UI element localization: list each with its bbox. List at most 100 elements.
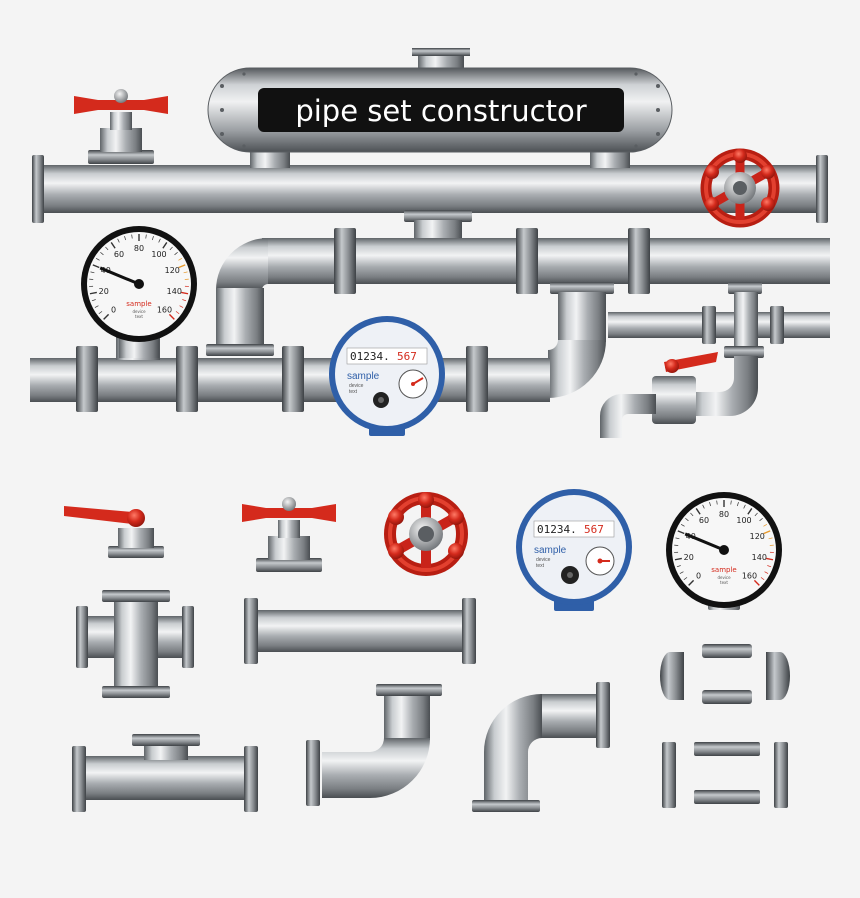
part-pressure-gauge: 020406080100120140160 sample device text — [666, 492, 782, 610]
gauge-minor-tick — [158, 238, 161, 243]
gauge-minor-tick — [175, 311, 180, 315]
gauge-tick-label: 80 — [134, 244, 144, 253]
gauge-minor-tick — [91, 299, 96, 302]
gauge-caption-1: device — [132, 309, 146, 314]
gauge-minor-tick — [679, 571, 684, 574]
part-gauge-needle — [684, 532, 725, 552]
gauge-major-tick — [110, 242, 116, 249]
water-meter-assembly: 01234. 567 sample device text — [329, 316, 445, 436]
gauge-major-tick — [181, 291, 189, 295]
gauge-tick-label: 80 — [719, 510, 729, 519]
second-line-elbow — [548, 282, 614, 398]
gauge-minor-tick — [179, 305, 184, 308]
gauge-minor-tick — [117, 238, 120, 243]
part-elbow-down — [472, 682, 610, 812]
gauge-minor-tick — [675, 537, 680, 540]
top-gate-valve — [74, 89, 168, 164]
part-lever-valve — [64, 506, 164, 558]
gauge-minor-tick — [131, 234, 133, 239]
gauge-minor-tick — [169, 246, 173, 251]
gauge-minor-tick — [145, 234, 147, 239]
gauge-minor-tick — [737, 502, 739, 507]
gauge-minor-tick — [767, 565, 772, 568]
part-handwheel — [384, 492, 468, 576]
gauge-tick-label: 120 — [165, 266, 180, 275]
third-line-pipe — [30, 336, 550, 412]
part-meter-caption-2: text — [536, 563, 545, 569]
second-line-pipe — [206, 228, 830, 356]
gauge-minor-tick — [730, 500, 732, 505]
gauge-minor-tick — [94, 305, 99, 308]
gauge-tick-label: 120 — [750, 532, 765, 541]
gauge-minor-tick — [768, 537, 773, 540]
gauge-major-tick — [92, 264, 100, 269]
tank-label-panel: pipe set constructor — [258, 88, 624, 132]
gauge-caption-2: text — [135, 314, 143, 319]
gauge-minor-tick — [754, 512, 758, 517]
gauge-minor-tick — [763, 523, 768, 527]
part-water-meter: 01234. 567 sample device text — [516, 489, 632, 611]
gauge-minor-tick — [95, 257, 100, 261]
part-flange-set-2 — [662, 742, 788, 808]
meter-digits-black: 01234. — [350, 350, 390, 363]
gauge-tick-label: 100 — [151, 250, 166, 259]
gauge-minor-tick — [105, 246, 109, 251]
right-branch-pipe — [599, 282, 830, 438]
part-meter-dial-icon — [585, 546, 615, 576]
gauge-minor-tick — [685, 518, 689, 522]
part-elbow-up — [306, 684, 442, 806]
part-meter-digits-black: 01234. — [537, 523, 577, 536]
tank-title: pipe set constructor — [295, 94, 586, 128]
part-meter-caption-1: device — [536, 557, 551, 563]
gauge-minor-tick — [98, 311, 103, 315]
gauge-major-tick — [677, 530, 685, 535]
part-flange-set-1 — [660, 644, 790, 704]
gauge-major-tick — [763, 530, 771, 535]
part-gate-valve — [242, 497, 336, 572]
gauge-major-tick — [103, 313, 110, 320]
gauge-major-tick — [162, 242, 168, 249]
gate-handle-icon — [242, 504, 336, 522]
red-handle-icon — [74, 96, 168, 114]
gauge-major-tick — [695, 508, 701, 515]
gauge-major-tick — [178, 264, 186, 269]
gauge-major-tick — [753, 579, 760, 586]
part-meter-star-wheel-icon — [561, 566, 579, 584]
gauge-minor-tick — [764, 571, 769, 574]
gauge-minor-tick — [100, 252, 104, 256]
gauge-minor-tick — [760, 577, 765, 581]
gauge-minor-tick — [709, 502, 711, 507]
meter-caption-2: text — [349, 389, 358, 395]
part-straight-pipe — [244, 598, 476, 664]
gauge-tick-label: 140 — [167, 287, 182, 296]
gauge-tick-label: 160 — [742, 571, 757, 580]
tank-supports — [250, 150, 630, 168]
part-cross-fitting — [76, 590, 194, 698]
gauge-major-tick — [674, 557, 682, 561]
part-tee-fitting — [72, 734, 258, 812]
meter-digits-red: 567 — [397, 350, 417, 363]
tap-spout — [599, 394, 656, 438]
gauge-major-tick — [747, 508, 753, 515]
gauge-minor-tick — [690, 512, 694, 517]
gauge-minor-tick — [759, 518, 763, 522]
gauge-minor-tick — [680, 523, 685, 527]
gauge-tick-label: 20 — [99, 287, 109, 296]
gauge-major-tick — [89, 291, 97, 295]
gauge-brand: sample — [126, 300, 151, 308]
handwheel-valve-top — [700, 148, 780, 228]
gauge-minor-tick — [676, 565, 681, 568]
pressure-gauge-assembly: 020406080100120140160 sample device text — [81, 226, 197, 358]
meter-brand: sample — [347, 371, 380, 382]
gauge-tick-label: 60 — [114, 250, 124, 259]
lever-handle-icon — [64, 506, 132, 524]
gauge-minor-tick — [182, 299, 187, 302]
tap-body — [652, 376, 696, 424]
part-gauge-brand: sample — [711, 566, 736, 574]
gauge-tick-label: 160 — [157, 305, 172, 314]
meter-caption-1: device — [349, 383, 364, 389]
gauge-minor-tick — [90, 271, 95, 274]
gauge-minor-tick — [716, 500, 718, 505]
part-meter-digits-red: 567 — [584, 523, 604, 536]
